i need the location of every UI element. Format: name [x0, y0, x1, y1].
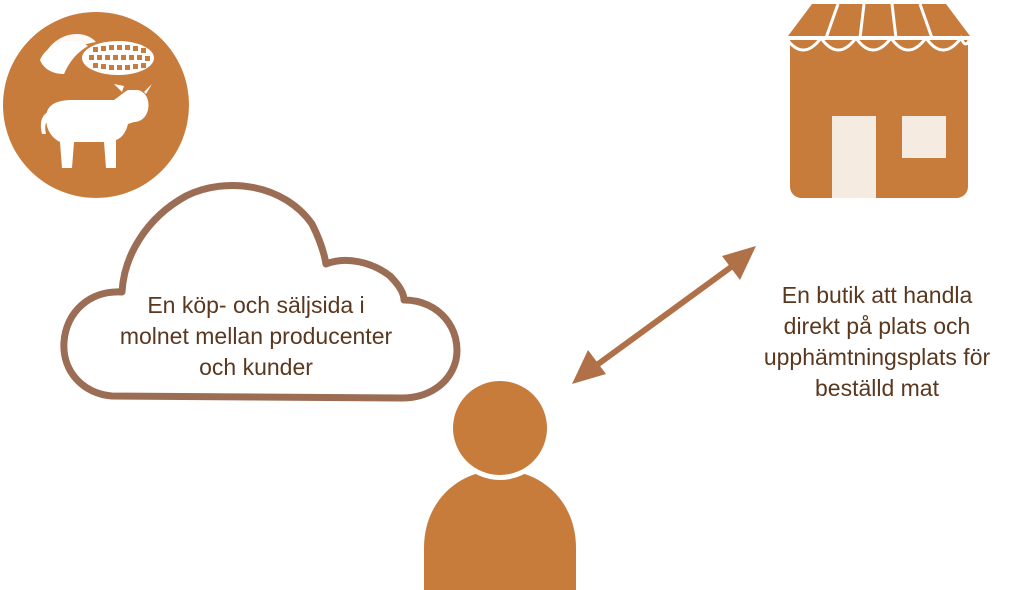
shop-label-line4: beställd mat: [814, 375, 939, 401]
cow-icon: [40, 84, 152, 168]
storefront-icon: [784, 3, 972, 198]
shop-label-line1: En butik att handla: [781, 282, 973, 308]
cloud-label-line2: molnet mellan producenter: [119, 323, 393, 349]
shop-door: [832, 116, 876, 198]
double-headed-arrow: [572, 246, 756, 384]
person-icon: [424, 376, 576, 590]
shop-label: En butik att handla direkt på plats och …: [746, 280, 1008, 404]
cloud-shape: [60, 182, 461, 402]
cloud-label-line1: En köp- och säljsida i: [147, 292, 365, 318]
cloud-label-line3: och kunder: [199, 354, 313, 380]
cloud-label: En köp- och säljsida i molnet mellan pro…: [96, 290, 416, 383]
corn-icon: [40, 33, 154, 75]
farm-icon: [3, 12, 189, 198]
shop-label-line3: upphämtningsplats för: [763, 344, 991, 370]
shop-label-line2: direkt på plats och: [783, 313, 971, 339]
shop-window: [902, 116, 946, 158]
